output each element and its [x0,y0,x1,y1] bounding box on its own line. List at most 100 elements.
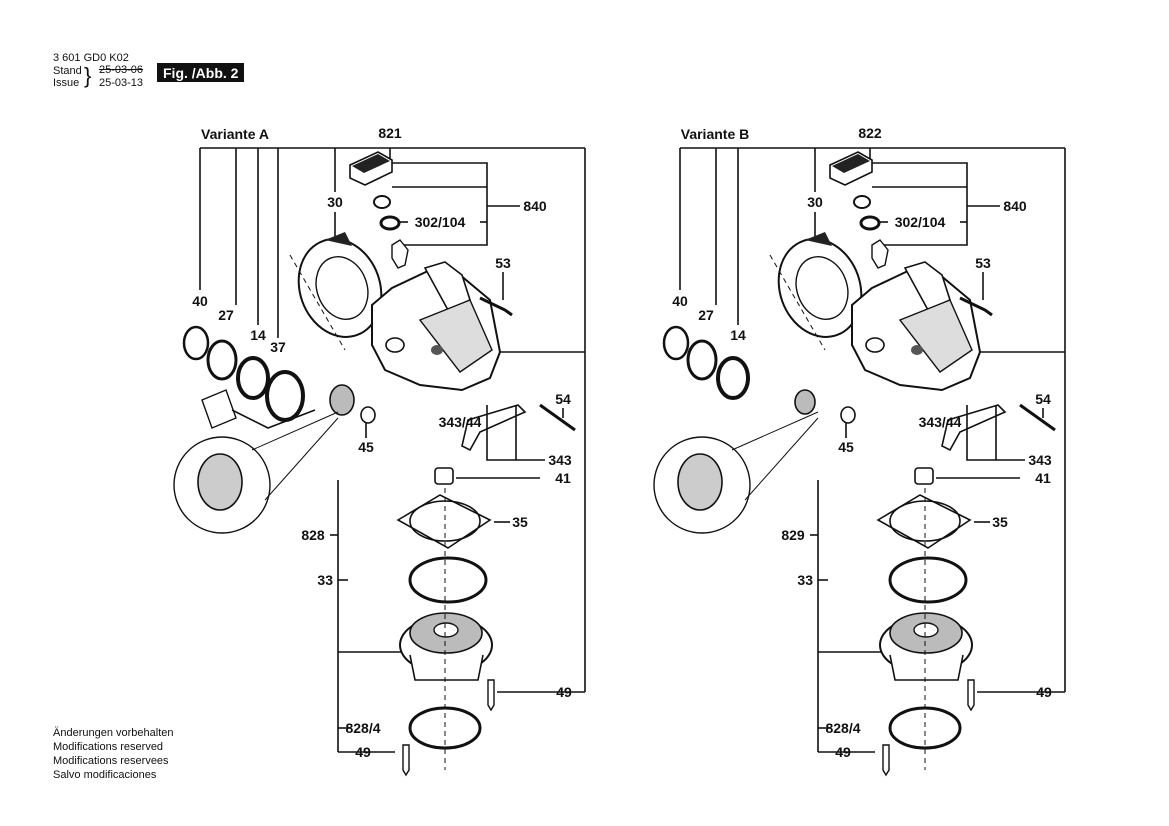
nut-45 [360,406,376,424]
screw-49 [967,679,975,712]
crown-body [889,654,964,681]
cover-tab [325,232,352,246]
note-de: Änderungen vorbehalten [53,727,174,739]
label-top-group: 822 [858,125,882,141]
bubble-tangent-2 [744,417,819,501]
issue-date: 25-03-13 [99,77,144,89]
label-35: 35 [512,514,528,530]
label-840: 840 [1003,198,1027,214]
bearing-14 [716,356,750,400]
gear-housing [851,261,982,392]
screw-54 [1019,403,1056,432]
brace-icon: } [84,63,92,88]
oring-33 [888,556,968,604]
screw-53 [959,296,993,317]
label-343-44: 343/44 [919,414,962,430]
stand-label: Stand [53,65,82,77]
label-49: 49 [556,684,572,700]
housing-neck [903,261,951,312]
bearing-14-outer [236,356,270,400]
label-343: 343 [1028,452,1052,468]
seal-ring-outer [859,215,881,231]
label-302-104: 302/104 [895,214,946,230]
nut-45 [840,406,856,424]
cover-inner [795,256,849,320]
crown-gear [399,612,493,681]
label-54: 54 [1035,391,1051,407]
assembly-axis-left [289,254,346,351]
lever-343 [941,404,1007,452]
label-30: 30 [327,194,343,210]
screw-49-bottom [402,744,410,777]
label-45: 45 [358,439,374,455]
ring-27 [206,339,238,381]
housing-neck [423,261,471,312]
bushing-41 [434,467,454,485]
circlip-40-outer [182,325,210,361]
variant-title: Variante B [681,126,749,142]
cap-block-top [832,154,870,173]
ring-27-outer [686,339,718,381]
label-top-group: 821 [378,125,402,141]
oring-33 [408,556,488,604]
label-40: 40 [192,293,208,309]
label-30: 30 [807,194,823,210]
plunger [871,239,889,269]
label-37: 37 [270,339,286,355]
label-828-4: 828/4 [825,720,860,736]
bearing-14 [236,356,270,400]
cover-tab [805,232,832,246]
housing-face [418,299,493,373]
circlip-40 [662,325,690,361]
spring-ring [853,195,871,209]
circlip-40-outer [662,325,690,361]
spring-ring [373,195,391,209]
label-53: 53 [975,255,991,271]
crown-body [409,654,484,681]
cover-guard [297,232,383,338]
cover-inner [315,256,369,320]
spring-ring-outer [373,195,391,209]
label-49: 49 [1036,684,1052,700]
pinion [794,389,816,415]
bushing-41 [914,467,934,485]
spring-ring-outer [853,195,871,209]
figure-badge: Fig. /Abb. 2 [157,63,245,82]
label-343-44: 343/44 [439,414,482,430]
assembly-axis-left [769,254,826,351]
bracket-343 [966,405,997,461]
plate-35 [396,494,492,549]
screw-53 [479,296,513,317]
label-33-text: 33 [797,572,813,588]
needle-sleeve [201,389,237,429]
bubble-tangent-1 [731,411,819,451]
bearing-14-outer [716,356,750,400]
ring-27-outer [206,339,238,381]
issue-label: Issue [53,77,80,89]
label-53: 53 [495,255,511,271]
plate-35 [876,494,972,549]
label-840: 840 [523,198,547,214]
detail-pinion [677,453,723,511]
lever-343 [461,404,527,452]
bracket-840 [392,162,488,246]
seal-ring-outer [379,215,401,231]
oring-33-outer [408,556,488,604]
housing-hole [911,345,923,355]
plunger [391,239,409,269]
bracket-343 [486,405,517,461]
crown-hub [913,622,939,638]
gear-housing [371,261,502,392]
label-14: 14 [730,327,746,343]
label-40: 40 [672,293,688,309]
label-302-104: 302/104 [415,214,466,230]
label-49-bottom: 49 [355,744,371,760]
label-35: 35 [992,514,1008,530]
note-es: Salvo modificaciones [53,769,157,781]
label-33-text: 33 [317,572,333,588]
label-45: 45 [838,439,854,455]
seal-ring [379,215,401,231]
